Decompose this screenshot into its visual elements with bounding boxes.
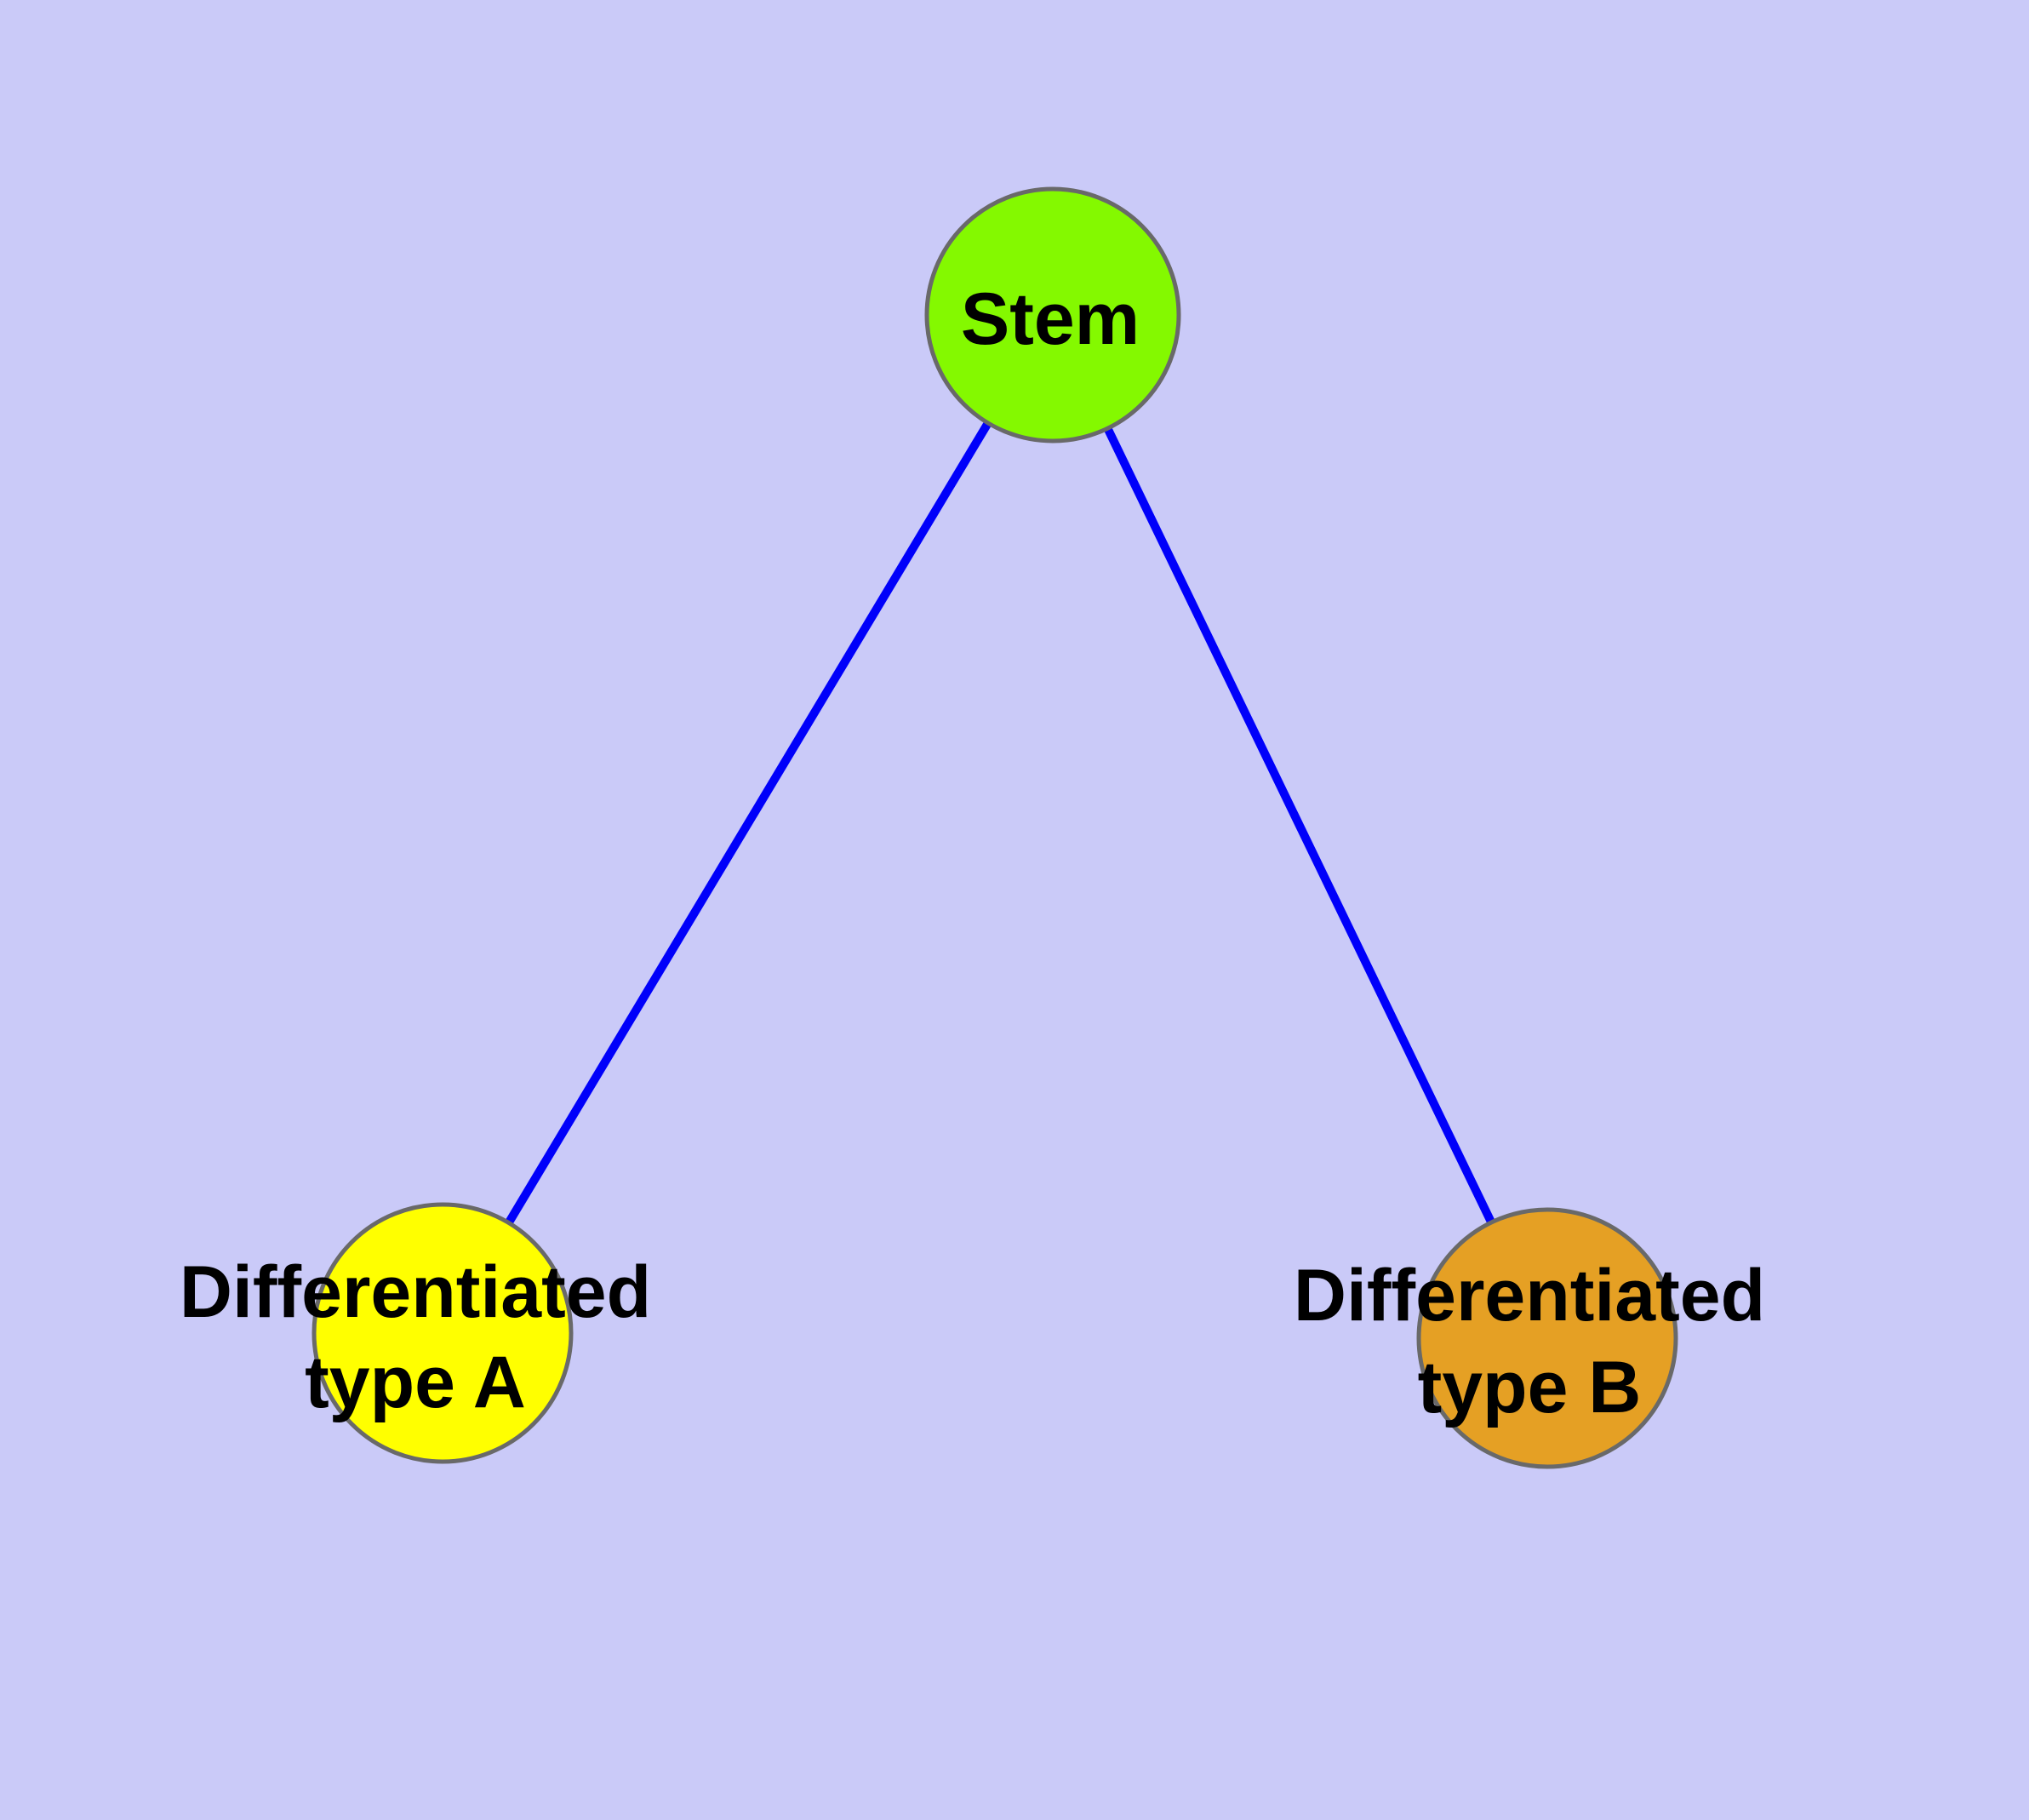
node-type-b-label-line1: Differentiated — [1294, 1255, 1765, 1336]
node-stem-circle — [924, 186, 1181, 444]
edge-stem-to-type-b — [1049, 312, 1552, 1341]
node-type-a-label: Differentiated type A — [180, 1251, 651, 1423]
node-stem-label: Stem — [961, 278, 1140, 360]
node-type-b-label: Differentiated type B — [1294, 1255, 1765, 1428]
node-type-b-label-line2: type B — [1418, 1347, 1642, 1428]
node-type-b-circle — [1416, 1207, 1678, 1469]
node-type-a-circle — [311, 1202, 574, 1464]
node-type-a-label-line2: type A — [305, 1342, 526, 1423]
node-type-a-label-line1: Differentiated — [180, 1251, 651, 1333]
edge-stem-to-type-a — [438, 312, 1057, 1336]
